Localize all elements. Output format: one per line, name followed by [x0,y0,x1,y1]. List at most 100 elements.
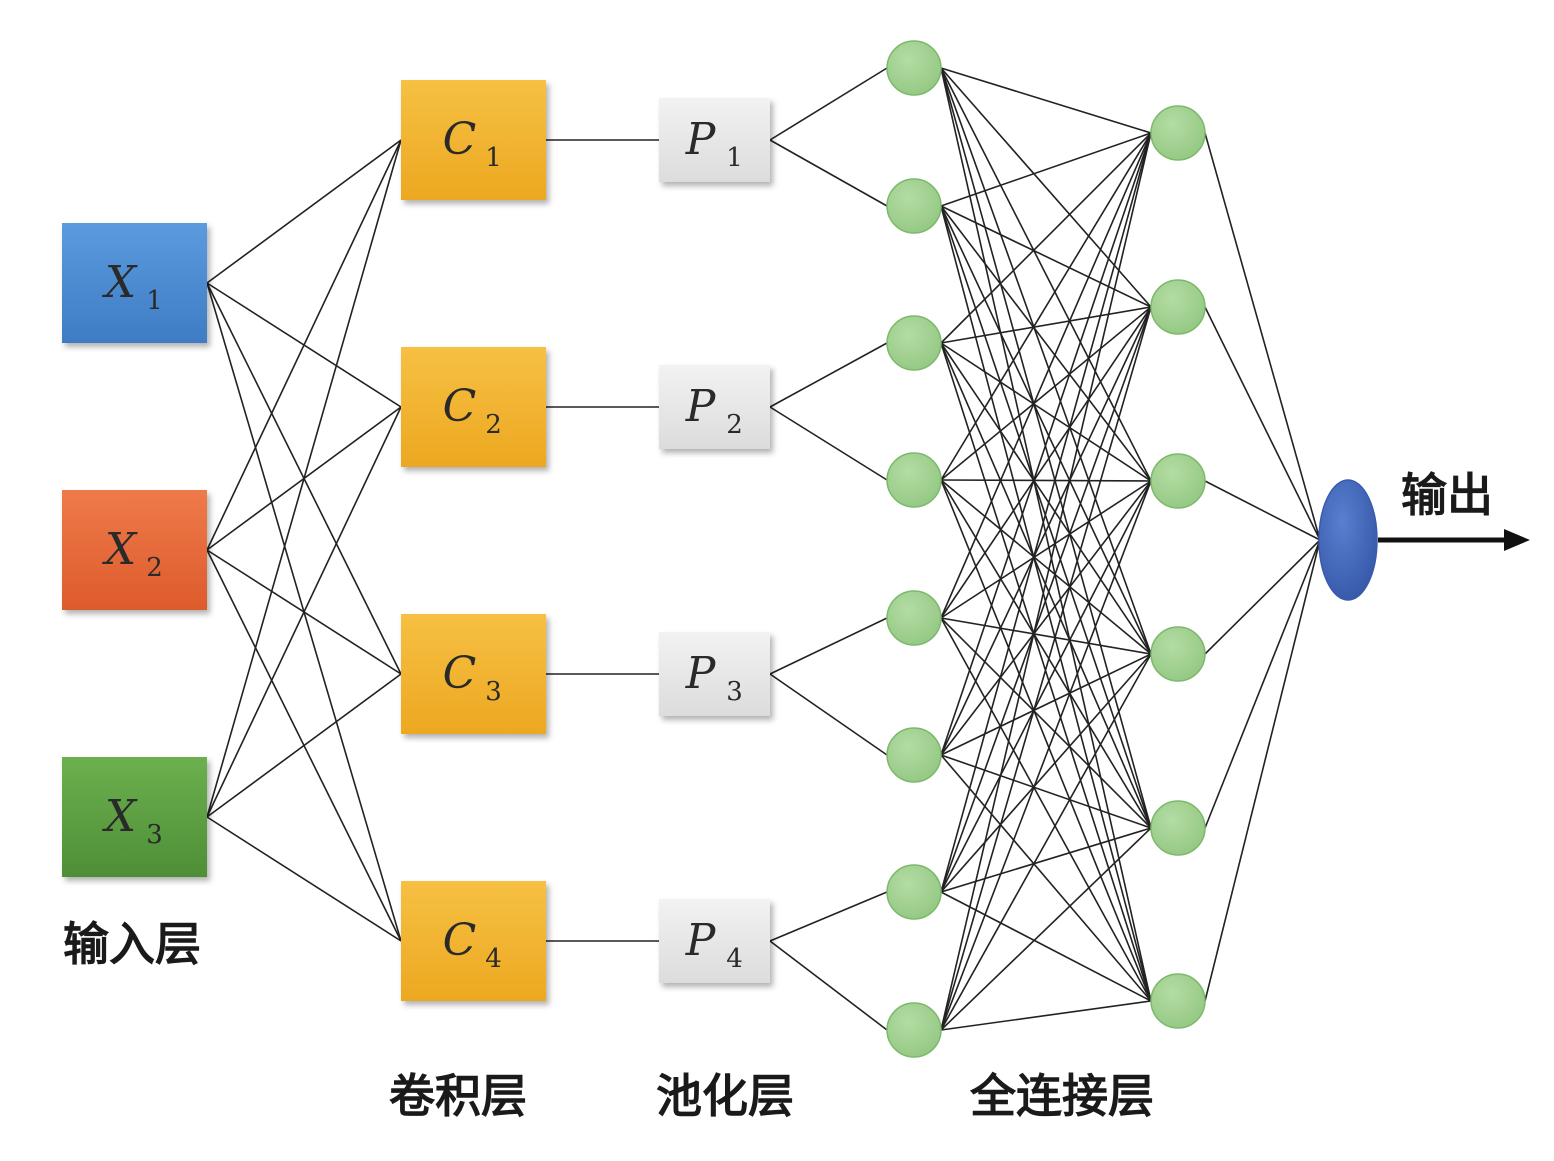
fc1-neuron [886,452,942,508]
connection-line [940,205,1152,308]
connection-line [940,617,1152,655]
connection-line [940,480,1152,756]
input-node-label-subscript: 3 [146,820,163,850]
conv-node-label-subscript: 1 [485,143,502,173]
pool-node-label: P [685,114,717,165]
connection-line [940,653,1152,893]
connection-line [940,480,1152,893]
pool-node-label-subscript: 3 [726,677,743,707]
conv-node-label-subscript: 4 [485,944,502,974]
connection-line [940,67,1152,482]
connection-line [769,673,888,756]
connection-line [940,205,1152,482]
pool-node-label-subscript: 4 [726,944,743,974]
connection-line [940,132,1152,756]
input-node-box [62,757,207,877]
fc1-neuron [886,590,942,646]
fc2-neuron [1150,800,1206,856]
connection-line [206,139,402,284]
output-arrow [1378,529,1530,551]
conv-node-box [401,614,546,734]
pool-node-label: P [685,381,717,432]
output-label: 输出 [1401,468,1493,522]
input-layer-label: 输入层 [63,917,201,971]
conv-node-label: C [443,114,477,165]
output-node [1318,479,1378,601]
fc2-neuron [1150,105,1206,161]
connection-line [940,205,1152,655]
connection-line [940,132,1152,893]
connection-line [769,940,888,1031]
connection-line [940,1000,1152,1031]
connection-line [940,67,1152,134]
connection-line [940,827,1152,1031]
pool-node-box [659,899,770,983]
pool-node-box [659,632,770,716]
connection-line [769,342,888,408]
input-node-label: X [102,257,138,308]
input-node-label-subscript: 1 [146,286,163,316]
connection-line [940,306,1152,756]
connection-line [1204,539,1321,829]
fc1-neuron [886,40,942,96]
fc2-neuron [1150,279,1206,335]
connection-line [940,67,1152,1002]
connection-line [940,306,1152,344]
connection-line [940,306,1152,481]
input-node-label-subscript: 2 [146,553,163,583]
conv-node-label-subscript: 3 [485,677,502,707]
pool-node-box [659,365,770,449]
fc1-neuron [886,315,942,371]
conv-node-label-subscript: 2 [485,410,502,440]
conv-node-box [401,881,546,1001]
connection-line [940,342,1152,829]
connection-line [769,139,888,207]
fc2-neuron [1150,973,1206,1029]
connection-line [940,342,1152,482]
fc1-neuron [886,178,942,234]
connection-line [940,342,1152,1002]
input-node-label: X [102,524,138,575]
connection-line [206,139,402,818]
conv-node-box [401,80,546,200]
connection-line [940,132,1152,481]
connection-line [940,480,1152,619]
input-node-box [62,490,207,610]
connection-line [940,132,1152,619]
connection-line [940,205,1152,829]
pool-node-label-subscript: 1 [726,143,743,173]
connection-line [940,67,1152,655]
conv-layer-label: 卷积层 [389,1069,527,1123]
connection-line [769,67,888,141]
connection-line [940,653,1152,756]
pool-node-box [659,98,770,182]
fc1-neuron [886,1002,942,1058]
connection-line [940,480,1152,1031]
connection-line [206,816,402,942]
connection-line [206,406,402,818]
connection-line [940,342,1152,655]
connection-line [1204,480,1321,541]
fc2-neuron [1150,453,1206,509]
conv-node-label: C [443,381,477,432]
connection-line [769,406,888,481]
connection-line [940,479,1152,482]
pool-node-label-subscript: 2 [726,410,743,440]
conv-node-label: C [443,915,477,966]
connection-line [940,306,1152,619]
conv-node-box [401,347,546,467]
connection-line [769,891,888,942]
connection-line [940,617,1152,1002]
pool-layer-label: 池化层 [656,1069,794,1123]
